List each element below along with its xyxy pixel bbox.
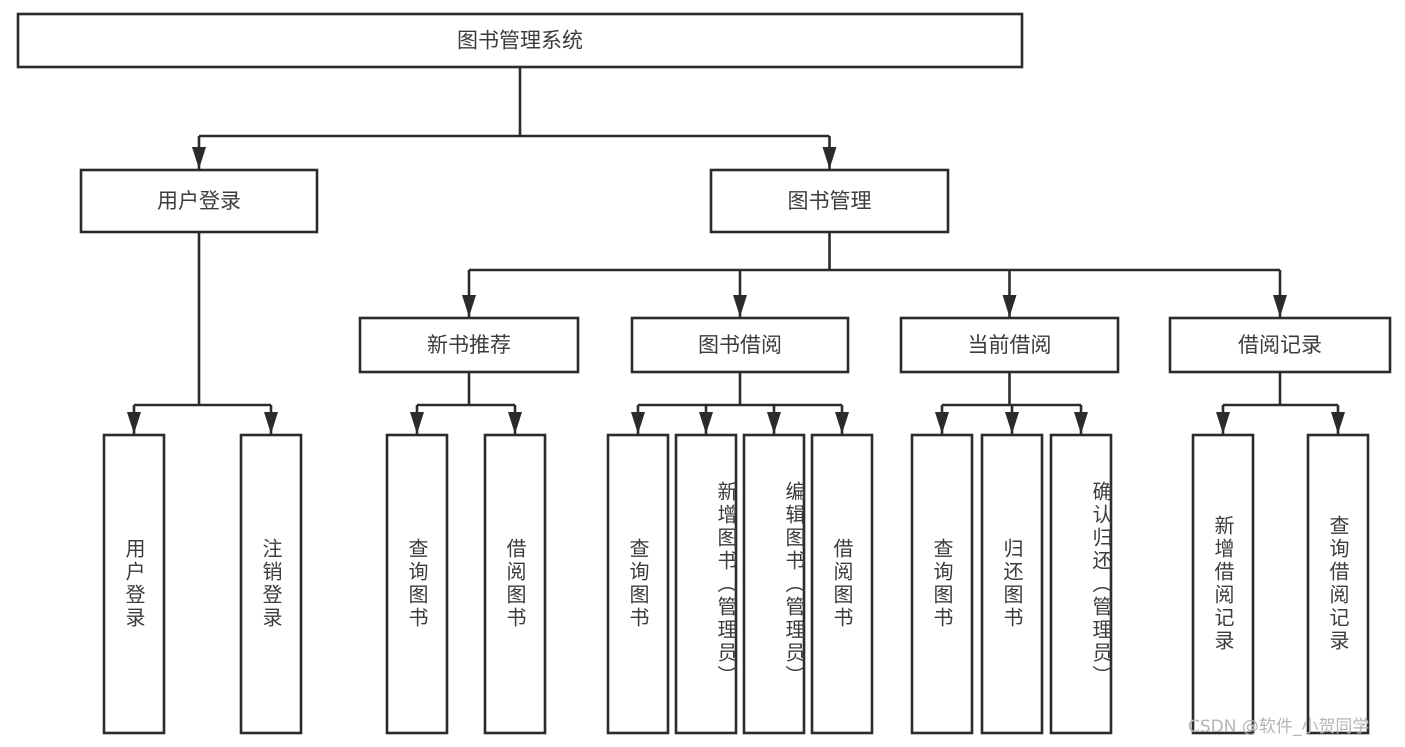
node-leaf-label-7: 借阅图书 (830, 538, 854, 630)
node-leaf-8[interactable] (910, 433, 974, 735)
node-leaf-label-8: 查询图书 (930, 538, 954, 630)
node-leaf-label-6: 编辑图书（管理员） (782, 480, 806, 688)
arrow-head-icon (192, 147, 206, 169)
node-root[interactable] (16, 12, 1024, 69)
node-l3-label-0: 新书推荐 (427, 333, 511, 357)
node-leaf-2[interactable] (385, 433, 449, 735)
node-leaf-label-1: 注销登录 (259, 538, 283, 630)
node-leaf-label-4: 查询图书 (626, 538, 650, 630)
arrow-head-icon (767, 412, 781, 434)
node-l2-0[interactable] (79, 168, 319, 234)
node-leaf-4[interactable] (606, 433, 670, 735)
node-l3-0[interactable] (358, 316, 580, 374)
watermark-text: CSDN @软件_小贺同学 (1188, 717, 1370, 737)
arrow-head-icon (127, 412, 141, 434)
node-leaf-label-2: 查询图书 (405, 538, 429, 630)
arrow-head-icon (1002, 295, 1017, 317)
arrow-head-icon (508, 412, 522, 434)
node-l3-1[interactable] (630, 316, 850, 374)
node-leaf-1[interactable] (239, 433, 303, 735)
node-leaf-label-0: 用户登录 (122, 538, 146, 630)
arrow-head-icon (822, 147, 837, 169)
arrow-head-icon (699, 412, 713, 434)
node-l2-label-0: 用户登录 (157, 189, 241, 213)
arrow-head-icon (462, 295, 476, 317)
arrow-head-icon (264, 412, 278, 434)
node-l3-label-2: 当前借阅 (968, 333, 1052, 357)
node-leaf-label-3: 借阅图书 (503, 538, 527, 630)
node-leaf-6[interactable] (742, 433, 806, 735)
node-leaf-12[interactable] (1306, 433, 1370, 735)
arrow-head-icon (1273, 295, 1287, 317)
node-l3-label-1: 图书借阅 (698, 333, 782, 357)
node-l2-label-1: 图书管理 (788, 189, 872, 213)
arrow-head-icon (935, 412, 949, 434)
node-l3-2[interactable] (899, 316, 1120, 374)
arrow-head-icon (733, 295, 747, 317)
arrow-head-icon (1074, 412, 1088, 434)
node-leaf-label-11: 新增借阅记录 (1211, 515, 1235, 653)
arrow-head-icon (631, 412, 645, 434)
node-leaf-7[interactable] (810, 433, 874, 735)
arrow-head-icon (410, 412, 424, 434)
node-leaf-label-12: 查询借阅记录 (1326, 515, 1350, 653)
node-leaf-3[interactable] (483, 433, 547, 735)
arrow-head-icon (1005, 412, 1019, 434)
node-leaf-0[interactable] (102, 433, 166, 735)
node-leaf-label-5: 新增图书（管理员） (714, 480, 738, 688)
node-boxes (16, 12, 1392, 735)
node-l2-1[interactable] (709, 168, 950, 234)
node-leaf-label-10: 确认归还（管理员） (1089, 480, 1113, 688)
node-l3-3[interactable] (1168, 316, 1392, 374)
node-l3-label-3: 借阅记录 (1238, 333, 1322, 357)
arrow-head-icon (1216, 412, 1230, 434)
node-leaf-label-9: 归还图书 (1000, 538, 1024, 630)
node-root-label: 图书管理系统 (457, 29, 583, 53)
node-leaf-11[interactable] (1191, 433, 1255, 735)
connector-lines (127, 67, 1345, 434)
node-leaf-5[interactable] (674, 433, 738, 735)
arrow-head-icon (1331, 412, 1345, 434)
node-leaf-10[interactable] (1049, 433, 1113, 735)
node-leaf-9[interactable] (980, 433, 1044, 735)
arrow-head-icon (835, 412, 849, 434)
